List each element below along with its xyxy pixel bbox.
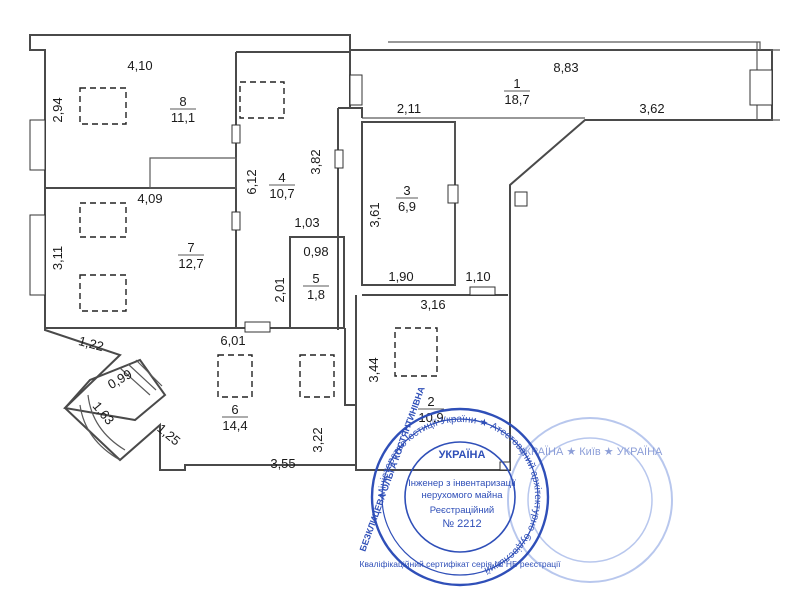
- dimension-labels: 4,10 2,94 4,09 3,11 6,12 3,82 8,83 2,11 …: [50, 58, 665, 471]
- room-label-1: 1 18,7: [504, 76, 530, 107]
- room-number: 5: [312, 271, 319, 286]
- dim-balcony-c: 1,63: [90, 399, 118, 428]
- room-number: 6: [231, 402, 238, 417]
- dim-r5-height: 2,01: [272, 277, 287, 302]
- room-label-2: 2 10,9: [418, 394, 444, 425]
- dim-r3-width: 1,90: [388, 269, 413, 284]
- stamp-bottom-text: Кваліфікаційний сертифікат серія № НБ ре…: [360, 559, 562, 569]
- dim-r2-width: 3,16: [420, 297, 445, 312]
- window-marks: [29, 69, 773, 471]
- dim-r8-height: 2,94: [50, 97, 65, 122]
- dim-r7-width: 4,09: [137, 191, 162, 206]
- secondary-stamp-text: УКРАЇНА ★ Київ ★ УКРАЇНА: [518, 446, 663, 458]
- dim-r1-inner: 2,11: [397, 101, 421, 116]
- room-area: 12,7: [178, 256, 203, 271]
- room-label-4: 4 10,7: [269, 170, 295, 201]
- room-number: 8: [179, 94, 186, 109]
- dim-r1-right: 3,62: [639, 101, 664, 116]
- room-number: 4: [278, 170, 285, 185]
- dim-r6-width: 6,01: [220, 333, 245, 348]
- dim-r5-width: 1,03: [294, 215, 319, 230]
- room-area: 1,8: [307, 287, 325, 302]
- dim-r2-height: 3,44: [366, 357, 381, 382]
- dim-corridor-width: 1,10: [465, 269, 490, 284]
- stamp-country: УКРАЇНА: [439, 448, 486, 461]
- room-label-3: 3 6,9: [396, 183, 418, 214]
- room-label-8: 8 11,1: [170, 94, 196, 125]
- room-area: 14,4: [222, 418, 247, 433]
- dim-r5-inner: 0,98: [303, 244, 328, 259]
- fixtures: [79, 81, 438, 398]
- room-number: 2: [427, 394, 434, 409]
- dim-r4-height-a: 6,12: [244, 169, 259, 194]
- stamp-number: № 2212: [442, 518, 481, 530]
- stamp-line3: нерухомого майна: [421, 490, 503, 501]
- room-area: 18,7: [504, 92, 529, 107]
- stamp-line4: Реєстраційний: [430, 505, 494, 516]
- room-number: 1: [513, 76, 520, 91]
- dim-r4-height-b: 3,82: [308, 149, 323, 174]
- secondary-stamp: УКРАЇНА ★ Київ ★ УКРАЇНА: [507, 417, 673, 583]
- dim-balcony-a: 1,22: [77, 333, 105, 354]
- room-area: 6,9: [398, 199, 416, 214]
- dim-r6-height: 3,22: [310, 427, 325, 452]
- room-label-6: 6 14,4: [222, 402, 248, 433]
- room-area: 10,9: [418, 410, 443, 425]
- room-area: 10,7: [269, 186, 294, 201]
- dim-r1-width: 8,83: [553, 60, 578, 75]
- room-label-7: 7 12,7: [178, 240, 204, 271]
- dim-r7-height: 3,11: [50, 246, 65, 270]
- dim-r3-height: 3,61: [367, 202, 382, 227]
- room-number: 7: [187, 240, 194, 255]
- room-number: 3: [403, 183, 410, 198]
- room-label-5: 5 1,8: [303, 271, 329, 302]
- dim-balcony-b: 0,99: [105, 366, 134, 392]
- dim-r6-bottom: 3,55: [270, 456, 295, 471]
- room-area: 11,1: [171, 110, 195, 125]
- balcony: [63, 358, 167, 461]
- dim-r8-width: 4,10: [127, 58, 152, 73]
- stamp-line2: Інженер з інвентаризації: [408, 478, 516, 489]
- stamp-name: БЕЗКЛИЦЕВА ОЛЬГА КОСТЯНТИНІВНА: [358, 385, 427, 553]
